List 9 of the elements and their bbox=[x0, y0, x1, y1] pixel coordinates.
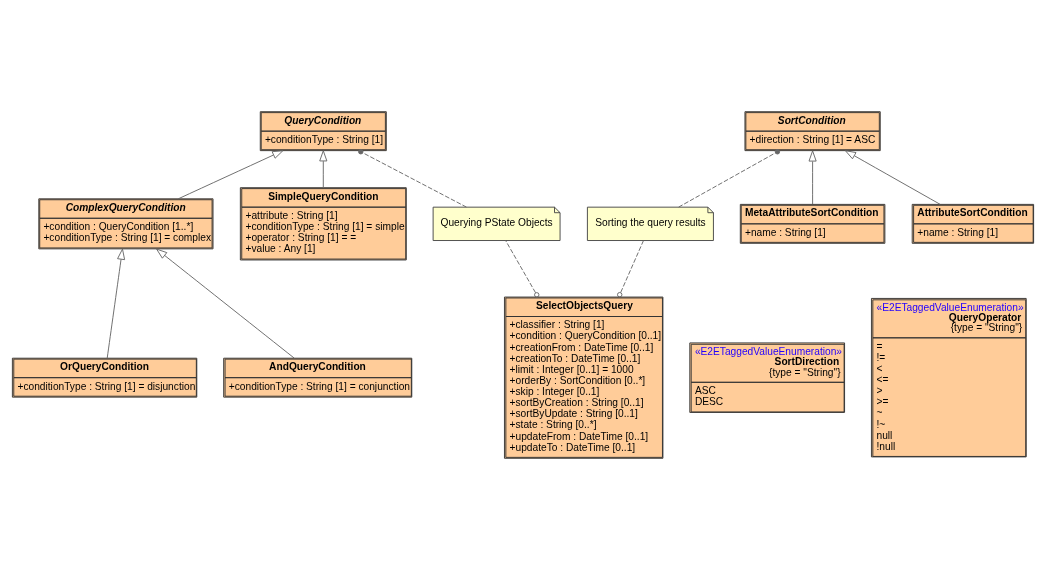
arrow bbox=[177, 149, 284, 199]
connector bbox=[358, 148, 467, 208]
arrow bbox=[808, 149, 817, 205]
arrow bbox=[106, 248, 126, 359]
arrow bbox=[319, 149, 328, 188]
connector bbox=[505, 239, 540, 297]
connector bbox=[678, 148, 781, 208]
arrow bbox=[844, 149, 941, 205]
arrow bbox=[156, 248, 295, 359]
